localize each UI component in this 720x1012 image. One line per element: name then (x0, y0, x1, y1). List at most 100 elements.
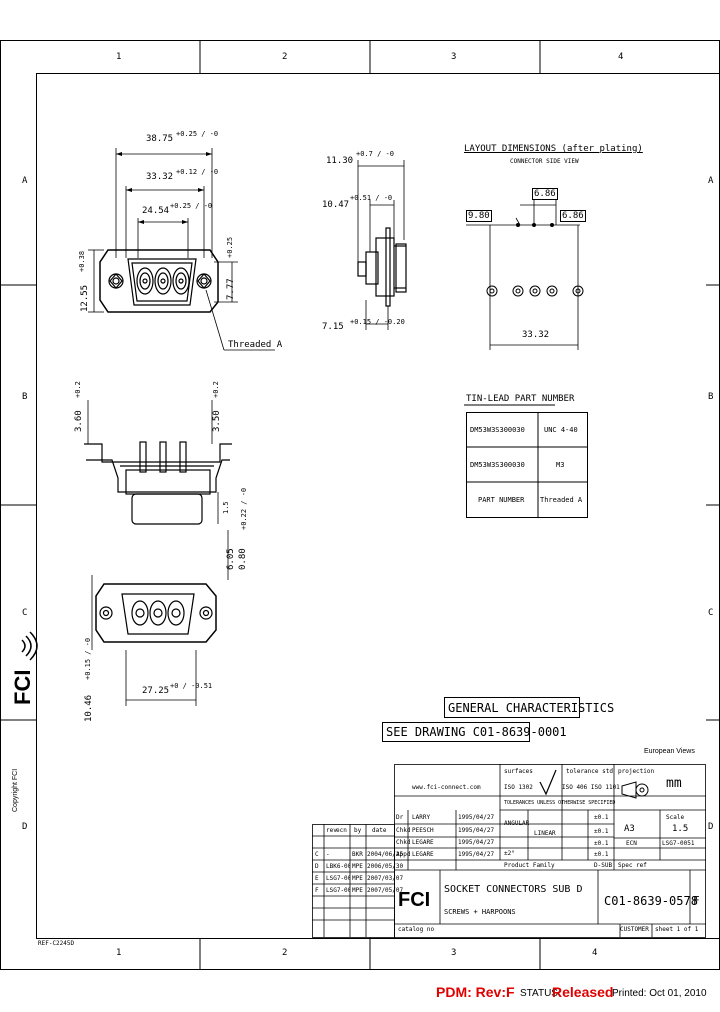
dim-bottom-w-tol: +0 / -0.51 (170, 682, 213, 690)
units: mm (666, 776, 682, 791)
angular-label: ANGULAR (504, 820, 530, 827)
dim-front-d2-tol: +0.22 / -0 (240, 487, 248, 530)
part-row-1-col-1: DM53W3S300030 (470, 426, 525, 434)
rev-2-ecn: LSG7-0051 (326, 875, 350, 882)
product-family-label: Product Family (504, 862, 555, 869)
row-label-c-right: C (708, 608, 714, 618)
product-family: D-SUB (594, 862, 613, 869)
part-row-3-col-1: PART NUMBER (478, 496, 525, 504)
row-label-b-right: B (708, 392, 714, 402)
part-row-2-col-2: M3 (556, 461, 565, 469)
col-label-3-bottom: 3 (451, 948, 457, 958)
dim-side-3: 7.15 (322, 322, 344, 332)
rev-2-rev: E (315, 875, 319, 882)
linear-label: LINEAR (534, 830, 556, 837)
rev-1-rev: F (315, 887, 319, 894)
rev-2-date: 2007/03/07 (367, 875, 404, 882)
iso-surface: ISO 1302 (504, 784, 533, 791)
front-view-connector (84, 441, 232, 525)
format: A3 (624, 824, 635, 834)
printed-date: Printed: Oct 01, 2010 (612, 988, 707, 999)
dim-side-2-tol: +0.51 / -0 (350, 194, 393, 202)
sig-role-1: Dr (396, 814, 404, 821)
dim-side-3-tol: +0.15 / -0.20 (350, 318, 405, 326)
dim-side-1: 11.30 (326, 156, 354, 166)
cutout-holes (486, 285, 584, 297)
tolerance-std: ISO 406 ISO 1101 (562, 784, 620, 791)
drawing-title-2: SCREWS + HARPOONS (444, 908, 516, 916)
european-views: European Views (644, 748, 695, 755)
side-view-connector (357, 227, 407, 307)
dim-height-right: 7.77 (226, 278, 236, 300)
dim-top-tol-2: +0.12 / -0 (176, 168, 219, 176)
website: www.fci-connect.com (412, 784, 481, 791)
ecn-label: ECN (626, 840, 637, 847)
rev-header-rev: rev (326, 827, 337, 834)
dim-top-width-2: 33.32 (146, 172, 174, 182)
col-label-2: 2 (282, 52, 288, 62)
dim-top-width-1: 38.75 (146, 134, 174, 144)
copyright: Copyright FCI (12, 768, 19, 812)
ecn: LSG7-0051 (662, 840, 695, 847)
sig-date-2: 1995/04/27 (458, 827, 495, 834)
sheet-label: sheet 1 of 1 (655, 926, 699, 933)
rev-1-by: MPE (352, 887, 363, 894)
dim-side-2: 10.47 (322, 200, 350, 210)
part-row-1-col-2: UNC 4-40 (544, 426, 578, 434)
revision: F (693, 894, 700, 907)
sig-name-4: LEGARE (412, 851, 434, 858)
top-view-connector (99, 249, 219, 313)
threaded-label: Threaded A (228, 340, 283, 350)
part-table-grid (464, 404, 588, 518)
fci-logo-title: FCI (398, 884, 432, 914)
dim-height-left-tol: +0.38 (78, 250, 86, 272)
tol-x: ±0.1 (594, 814, 609, 821)
sig-role-3: Chkd (396, 839, 411, 846)
part-row-2-col-1: DM53W3S300030 (470, 461, 525, 469)
row-label-d-right: D (708, 822, 714, 832)
rev-3-date: 2006/05/30 (367, 863, 404, 870)
col-label-1: 1 (116, 52, 122, 62)
layout-title: LAYOUT DIMENSIONS (after plating) (464, 144, 643, 154)
drawing-number: C01-8639-0578 (604, 894, 698, 908)
surface-label: surfaces (504, 768, 533, 775)
rev-header-by: by (354, 827, 362, 834)
tolerances-note: TOLERANCES UNLESS OTHERWISE SPECIFIED (504, 800, 616, 806)
layout-dim-4: 33.32 (522, 330, 550, 340)
rev-3-rev: D (315, 863, 319, 870)
svg-text:FCI: FCI (10, 670, 35, 705)
tol-xx: ±0.1 (594, 828, 609, 835)
dim-bottom-h: 10.46 (84, 694, 94, 722)
col-label-3: 3 (451, 52, 457, 62)
rev-header-ecn: ecn (336, 827, 347, 834)
sig-name-3: LEGARE (412, 839, 434, 846)
bottom-view-connector (95, 583, 217, 643)
spec-ref-label: Spec ref (618, 862, 647, 869)
layout-dim-2: 9.80 (466, 210, 492, 222)
drawing-title-1: SOCKET CONNECTORS SUB D (444, 884, 583, 895)
fci-logo-side: FCI (10, 631, 38, 705)
rev-2-by: MPE (352, 875, 363, 882)
dim-bottom-h-tol: +0.15 / -0 (84, 637, 92, 680)
sig-date-4: 1995/04/27 (458, 851, 495, 858)
rev-4-ecn: - (326, 851, 330, 858)
dim-side-1-tol: +0.7 / -0 (356, 150, 394, 158)
tolerance-label: tolerance std (566, 768, 613, 775)
sig-date-3: 1995/04/27 (458, 839, 495, 846)
layout-dim-3: 6.86 (560, 210, 586, 222)
layout-subtitle: CONNECTOR SIDE VIEW (510, 158, 579, 165)
pdm-revision: PDM: Rev:F (436, 984, 515, 1000)
ref-code: REF-C2245D (38, 940, 75, 947)
rev-4-date: 2004/06/25 (367, 851, 404, 858)
rev-1-date: 2007/05/07 (367, 887, 404, 894)
dim-top-tol-3: +0.25 / -0 (170, 202, 213, 210)
sig-name-1: LARRY (412, 814, 431, 821)
projection-label: projection (618, 768, 655, 775)
dim-front-h2-tol: +0.2 (212, 381, 220, 398)
dim-height-right-tol: +0.25 (226, 236, 234, 258)
status-label: STATUS: (520, 988, 561, 999)
part-row-3-col-2: Threaded A (540, 496, 583, 504)
col-label-4: 4 (618, 52, 624, 62)
catalog-label: catalog no (398, 926, 435, 933)
sig-role-2: Chkd (396, 827, 411, 834)
